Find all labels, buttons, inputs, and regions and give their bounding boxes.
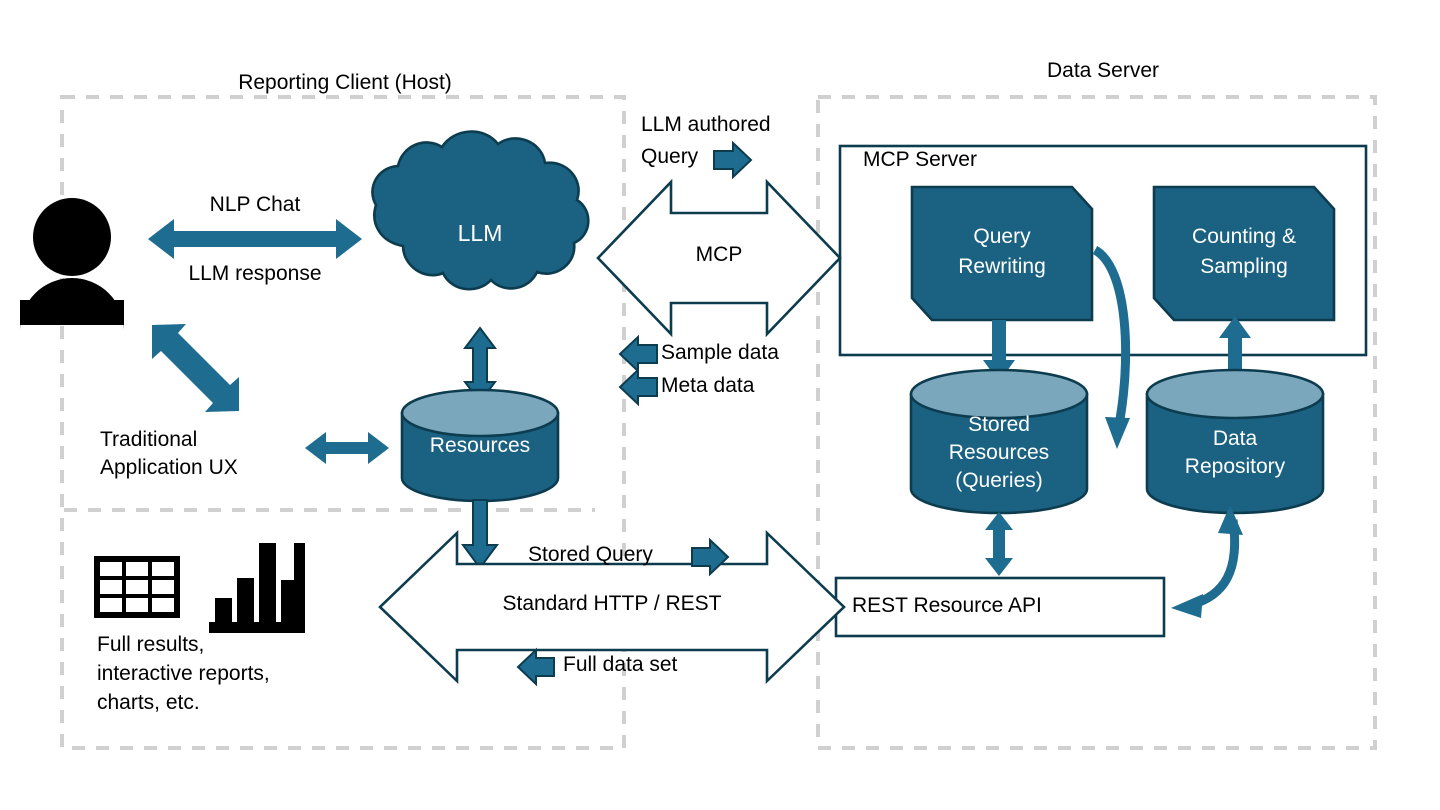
rest-resource-api-label: REST Resource API bbox=[852, 594, 1042, 617]
server-panel-title: Data Server bbox=[1046, 59, 1160, 82]
stored-resources-line2: Resources bbox=[948, 441, 1050, 464]
meta-data-arrow-icon bbox=[618, 367, 658, 407]
resources-cylinder bbox=[400, 388, 560, 503]
counting-sampling-shape bbox=[1152, 185, 1336, 322]
resources-ux-arrow bbox=[305, 432, 389, 464]
resources-to-rest-arrow bbox=[461, 499, 499, 570]
rest-connector-arrow bbox=[378, 529, 846, 685]
stored-resources-line3: (Queries) bbox=[955, 469, 1043, 492]
traditional-ux-line2: Application UX bbox=[100, 456, 238, 479]
repo-to-counting-arrow bbox=[1219, 316, 1251, 382]
llm-cloud bbox=[371, 130, 590, 291]
meta-data-label: Meta data bbox=[661, 374, 755, 397]
counting-sampling-line1: Counting & bbox=[1192, 225, 1296, 248]
client-panel-border bbox=[60, 95, 626, 750]
mcp-band-label: MCP bbox=[695, 243, 743, 266]
client-panel-title: Reporting Client (Host) bbox=[238, 71, 452, 94]
qr-to-repo-curved-arrow bbox=[1092, 246, 1131, 449]
query-rewriting-line2: Rewriting bbox=[958, 255, 1046, 278]
server-panel-border bbox=[816, 95, 1377, 750]
person-icon bbox=[20, 198, 124, 330]
data-repository-line1: Data bbox=[1212, 427, 1258, 450]
stored-query-arrow-icon bbox=[691, 537, 730, 577]
stored-resources-cylinder bbox=[909, 368, 1089, 515]
full-data-set-label: Full data set bbox=[563, 653, 678, 676]
query-rewriting-shape bbox=[910, 185, 1094, 322]
qr-to-stored-arrow bbox=[983, 320, 1015, 382]
bar-chart-icon bbox=[209, 543, 305, 633]
llm-authored-query-arrow-icon bbox=[713, 140, 753, 180]
outputs-line1: Full results, bbox=[97, 633, 205, 656]
full-data-set-arrow-icon bbox=[516, 647, 555, 687]
query-rewriting-line1: Query bbox=[973, 225, 1031, 248]
traditional-ux-line1: Traditional bbox=[100, 428, 198, 451]
data-repository-line2: Repository bbox=[1184, 455, 1286, 478]
outputs-line3: charts, etc. bbox=[97, 691, 200, 714]
sample-data-arrow-icon bbox=[618, 334, 658, 374]
llm-response-label: LLM response bbox=[188, 262, 322, 285]
user-ux-arrow bbox=[152, 324, 239, 412]
data-repository-cylinder bbox=[1145, 368, 1325, 515]
counting-sampling-line2: Sampling bbox=[1200, 255, 1288, 278]
stored-resources-line1: Stored bbox=[968, 413, 1030, 436]
llm-authored-query-line1: LLM authored bbox=[641, 113, 771, 136]
nlp-chat-arrow bbox=[148, 219, 362, 259]
llm-authored-query-line2: Query bbox=[641, 145, 699, 168]
mcp-connector-arrow bbox=[596, 178, 842, 338]
mcp-server-label: MCP Server bbox=[863, 148, 977, 171]
sample-data-label: Sample data bbox=[661, 341, 779, 364]
stored-rest-arrow bbox=[985, 512, 1013, 576]
llm-label: LLM bbox=[457, 220, 503, 246]
outputs-line2: interactive reports, bbox=[97, 662, 270, 685]
repo-rest-curved-arrow bbox=[1171, 505, 1243, 618]
stored-query-label: Stored Query bbox=[528, 543, 653, 566]
standard-http-rest-label: Standard HTTP / REST bbox=[502, 592, 722, 615]
table-icon bbox=[94, 556, 180, 618]
resources-label: Resources bbox=[429, 434, 531, 457]
rest-resource-api-box bbox=[834, 576, 1166, 638]
nlp-chat-label: NLP Chat bbox=[209, 193, 301, 216]
